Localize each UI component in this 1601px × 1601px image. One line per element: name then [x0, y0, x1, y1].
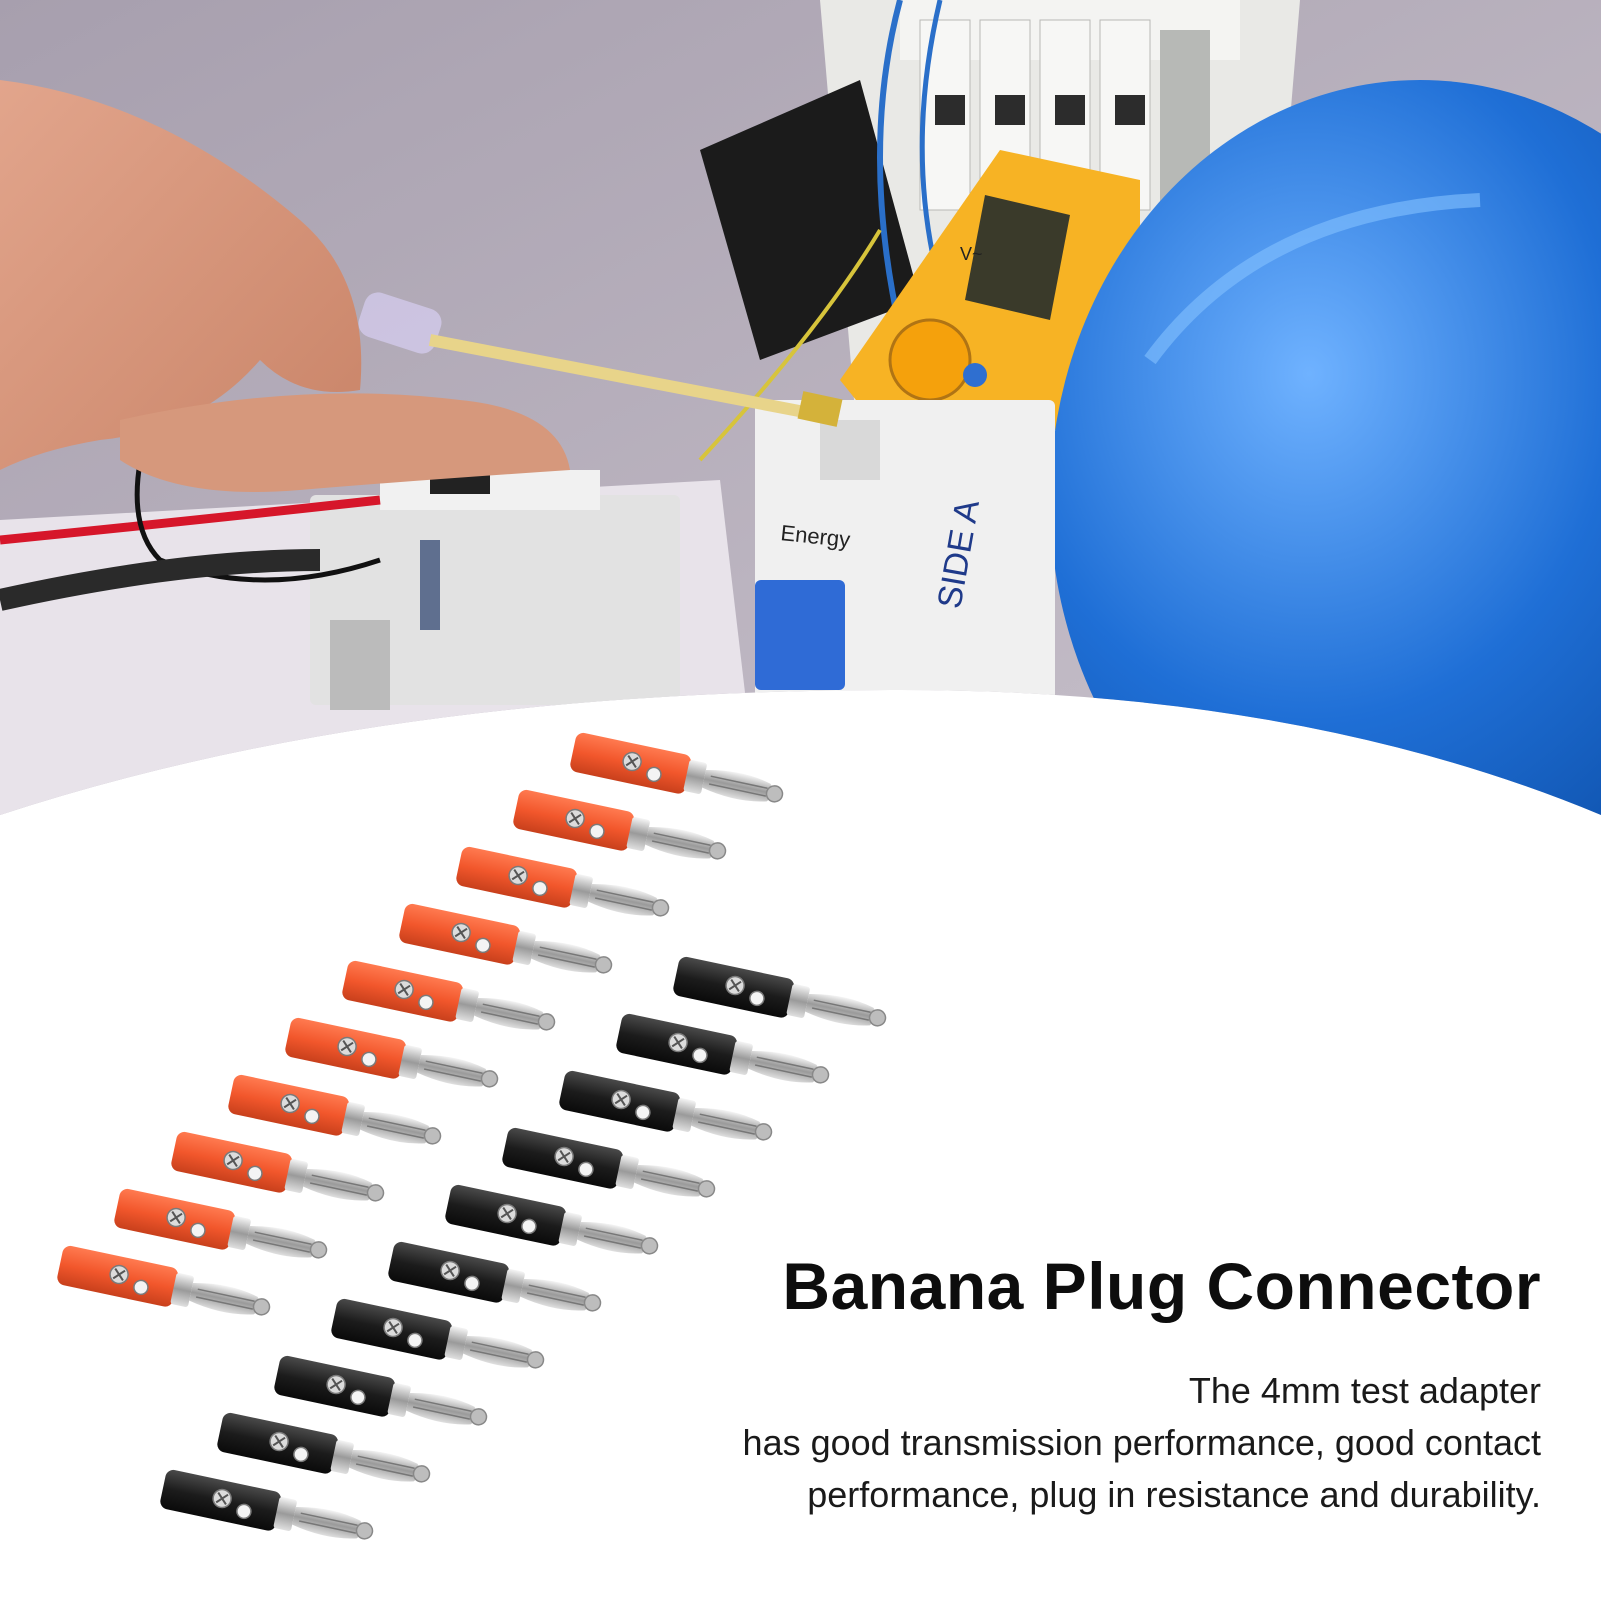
description-line: has good transmission performance, good … [742, 1422, 1541, 1463]
product-title: Banana Plug Connector [782, 1249, 1541, 1323]
black-banana-plug [556, 1068, 777, 1155]
red-banana-plug [567, 730, 788, 817]
product-description: The 4mm test adapter has good transmissi… [581, 1365, 1541, 1521]
hand-with-tester [0, 80, 843, 492]
red-banana-plug [339, 958, 560, 1045]
red-banana-plug [396, 901, 617, 988]
red-banana-plug [168, 1129, 389, 1216]
black-banana-plug [670, 954, 891, 1041]
black-banana-plug [214, 1410, 435, 1497]
red-banana-plug [54, 1243, 275, 1330]
red-banana-plug [225, 1072, 446, 1159]
circuit-breaker-right: Energy SIDE A [755, 400, 1055, 700]
blue-hard-hat [1050, 80, 1601, 815]
circuit-breaker-left [310, 470, 680, 710]
electrician-photo: V~ Energy SIDE A [0, 0, 1601, 815]
black-banana-plug [157, 1467, 378, 1554]
black-banana-plug [499, 1125, 720, 1212]
description-line: performance, plug in resistance and dura… [807, 1474, 1541, 1515]
red-banana-plug [282, 1015, 503, 1102]
red-banana-plug [111, 1186, 332, 1273]
black-banana-plug [442, 1182, 663, 1269]
black-banana-plug [385, 1239, 606, 1326]
black-banana-plug [271, 1353, 492, 1440]
description-line: The 4mm test adapter [1188, 1370, 1541, 1411]
multimeter-label: V~ [960, 244, 983, 264]
black-banana-plug [328, 1296, 549, 1383]
black-banana-plug [613, 1011, 834, 1098]
red-banana-plug [510, 787, 731, 874]
red-banana-plug [453, 844, 674, 931]
